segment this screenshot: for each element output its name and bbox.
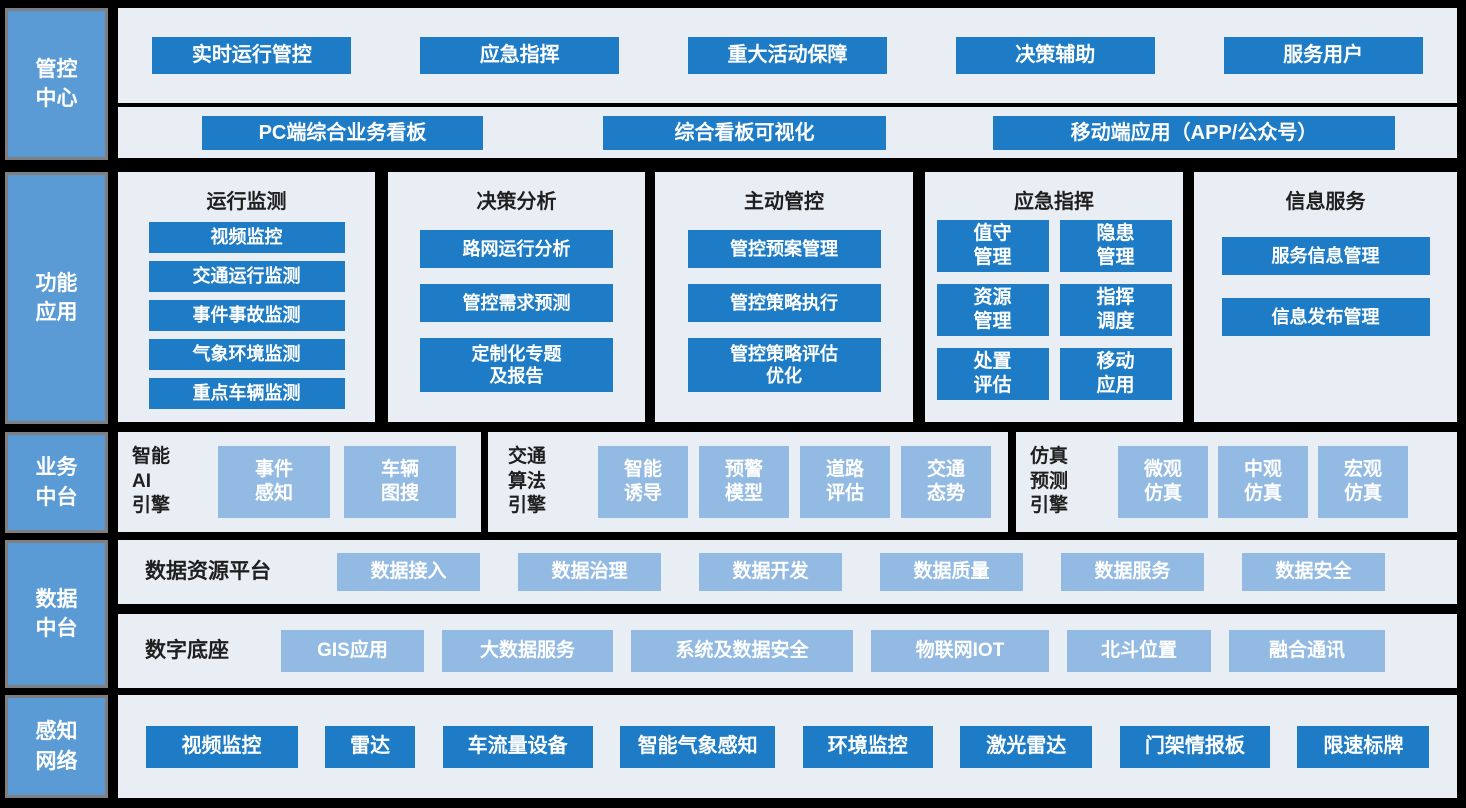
btn-lidar: 激光雷达 (960, 725, 1093, 768)
column-title: 主动管控 (744, 191, 824, 213)
panel-emergency-command: 应急指挥 值守 管理 隐患 管理 资源 管理 指挥 调度 处置 评估 移动 应用 (925, 172, 1183, 422)
btn-vehicle-image-search: 车辆 图搜 (344, 446, 456, 518)
panel-traffic-algorithm-engine: 交通 算法 引擎 智能 诱导 预警 模型 道路 评估 交通 态势 (488, 432, 1008, 532)
btn-dashboard-visualization: 综合看板可视化 (603, 116, 886, 150)
emergency-button-grid: 值守 管理 隐患 管理 资源 管理 指挥 调度 处置 评估 移动 应用 (936, 220, 1172, 400)
panel-ai-engine: 智能 AI 引擎 事件 感知 车辆 图搜 (118, 432, 481, 532)
btn-service-users: 服务用户 (1223, 37, 1423, 74)
btn-control-plan-management: 管控预案管理 (687, 230, 881, 268)
btn-control-strategy-execution: 管控策略执行 (687, 284, 881, 322)
row-label: 数字底座 (145, 639, 229, 663)
btn-traffic-flow-device: 车流量设备 (442, 725, 593, 768)
btn-pc-dashboard: PC端综合业务看板 (202, 116, 483, 150)
panel-control-center-terminals: PC端综合业务看板 综合看板可视化 移动端应用（APP/公众号） (118, 107, 1457, 158)
btn-smart-guidance: 智能 诱导 (598, 446, 688, 518)
btn-speed-limit-sign: 限速标牌 (1297, 725, 1430, 768)
btn-gantry-info-board: 门架情报板 (1119, 725, 1270, 768)
btn-data-development: 数据开发 (699, 553, 842, 591)
btn-hazard-management: 隐患 管理 (1059, 220, 1172, 272)
panel-active-control: 主动管控 管控预案管理 管控策略执行 管控策略评估 优化 (655, 172, 913, 422)
btn-info-publish-management: 信息发布管理 (1221, 298, 1430, 336)
column-title: 决策分析 (476, 191, 557, 213)
column-title: 信息服务 (1285, 191, 1366, 213)
panel-digital-base: 数字底座 GIS应用 大数据服务 系统及数据安全 物联网IOT 北斗位置 融合通… (118, 614, 1457, 688)
btn-command-dispatch: 指挥 调度 (1059, 284, 1172, 336)
btn-meso-simulation: 中观 仿真 (1218, 446, 1308, 518)
sidebar-label-perception-network: 感知 网络 (5, 695, 108, 798)
btn-mobile-application: 移动 应用 (1059, 348, 1172, 400)
btn-duty-management: 值守 管理 (936, 220, 1049, 272)
engine-label: 仿真 预测 引擎 (1030, 445, 1069, 517)
btn-decision-assist: 决策辅助 (955, 37, 1155, 74)
btn-mobile-app: 移动端应用（APP/公众号） (993, 116, 1395, 150)
btn-data-governance: 数据治理 (518, 553, 661, 591)
btn-road-evaluation: 道路 评估 (800, 446, 890, 518)
engine-label: 智能 AI 引擎 (132, 445, 171, 517)
btn-gis-application: GIS应用 (281, 630, 424, 672)
btn-data-service: 数据服务 (1061, 553, 1204, 591)
btn-macro-simulation: 宏观 仿真 (1318, 446, 1408, 518)
btn-micro-simulation: 微观 仿真 (1118, 446, 1208, 518)
btn-service-info-management: 服务信息管理 (1221, 237, 1430, 275)
btn-custom-reports: 定制化专题 及报告 (420, 338, 613, 392)
btn-iot: 物联网IOT (871, 630, 1049, 672)
sidebar-label-control-center: 管控 中心 (5, 8, 108, 160)
btn-control-demand-forecast: 管控需求预测 (420, 284, 613, 322)
btn-warning-model: 预警 模型 (699, 446, 789, 518)
btn-radar: 雷达 (325, 725, 416, 768)
sidebar-label-functional-apps: 功能 应用 (5, 172, 108, 424)
btn-realtime-operation-control: 实时运行管控 (152, 37, 352, 74)
btn-key-vehicle-monitoring: 重点车辆监测 (148, 378, 345, 409)
panel-perception-network: 视频监控 雷达 车流量设备 智能气象感知 环境监控 激光雷达 门架情报板 限速标… (118, 695, 1457, 798)
panel-data-resource-platform: 数据资源平台 数据接入 数据治理 数据开发 数据质量 数据服务 数据安全 (118, 540, 1457, 604)
btn-incident-monitoring: 事件事故监测 (148, 300, 345, 331)
btn-road-network-analysis: 路网运行分析 (420, 230, 613, 268)
btn-video-surveillance-device: 视频监控 (145, 725, 298, 768)
btn-data-security: 数据安全 (1242, 553, 1385, 591)
panel-information-service: 信息服务 服务信息管理 信息发布管理 (1194, 172, 1457, 422)
btn-system-data-security: 系统及数据安全 (631, 630, 853, 672)
btn-traffic-situation: 交通 态势 (901, 446, 991, 518)
btn-data-quality: 数据质量 (880, 553, 1023, 591)
row-label: 数据资源平台 (145, 560, 271, 584)
btn-resource-management: 资源 管理 (936, 284, 1049, 336)
btn-data-access: 数据接入 (337, 553, 480, 591)
sidebar-label-business-platform: 业务 中台 (5, 432, 108, 533)
btn-major-event-support: 重大活动保障 (687, 37, 887, 74)
column-title: 运行监测 (206, 191, 287, 213)
sidebar-label-data-platform: 数据 中台 (5, 540, 108, 688)
btn-disposal-evaluation: 处置 评估 (936, 348, 1049, 400)
btn-event-perception: 事件 感知 (218, 446, 330, 518)
btn-video-surveillance: 视频监控 (148, 222, 345, 253)
panel-simulation-engine: 仿真 预测 引擎 微观 仿真 中观 仿真 宏观 仿真 (1016, 432, 1457, 532)
btn-beidou-location: 北斗位置 (1067, 630, 1211, 672)
panel-control-center-functions: 实时运行管控 应急指挥 重大活动保障 决策辅助 服务用户 (118, 8, 1457, 103)
btn-control-strategy-evaluation: 管控策略评估 优化 (687, 338, 881, 392)
btn-traffic-operation-monitoring: 交通运行监测 (148, 261, 345, 292)
btn-converged-communication: 融合通讯 (1229, 630, 1385, 672)
btn-emergency-command: 应急指挥 (420, 37, 620, 74)
column-title: 应急指挥 (1014, 191, 1094, 213)
panel-operation-monitoring: 运行监测 视频监控 交通运行监测 事件事故监测 气象环境监测 重点车辆监测 (118, 172, 375, 422)
panel-decision-analysis: 决策分析 路网运行分析 管控需求预测 定制化专题 及报告 (388, 172, 645, 422)
btn-big-data-service: 大数据服务 (442, 630, 613, 672)
btn-smart-weather-sensing: 智能气象感知 (620, 725, 776, 768)
btn-environment-monitoring: 环境监控 (802, 725, 933, 768)
btn-weather-env-monitoring: 气象环境监测 (148, 339, 345, 370)
engine-label: 交通 算法 引擎 (508, 445, 547, 517)
